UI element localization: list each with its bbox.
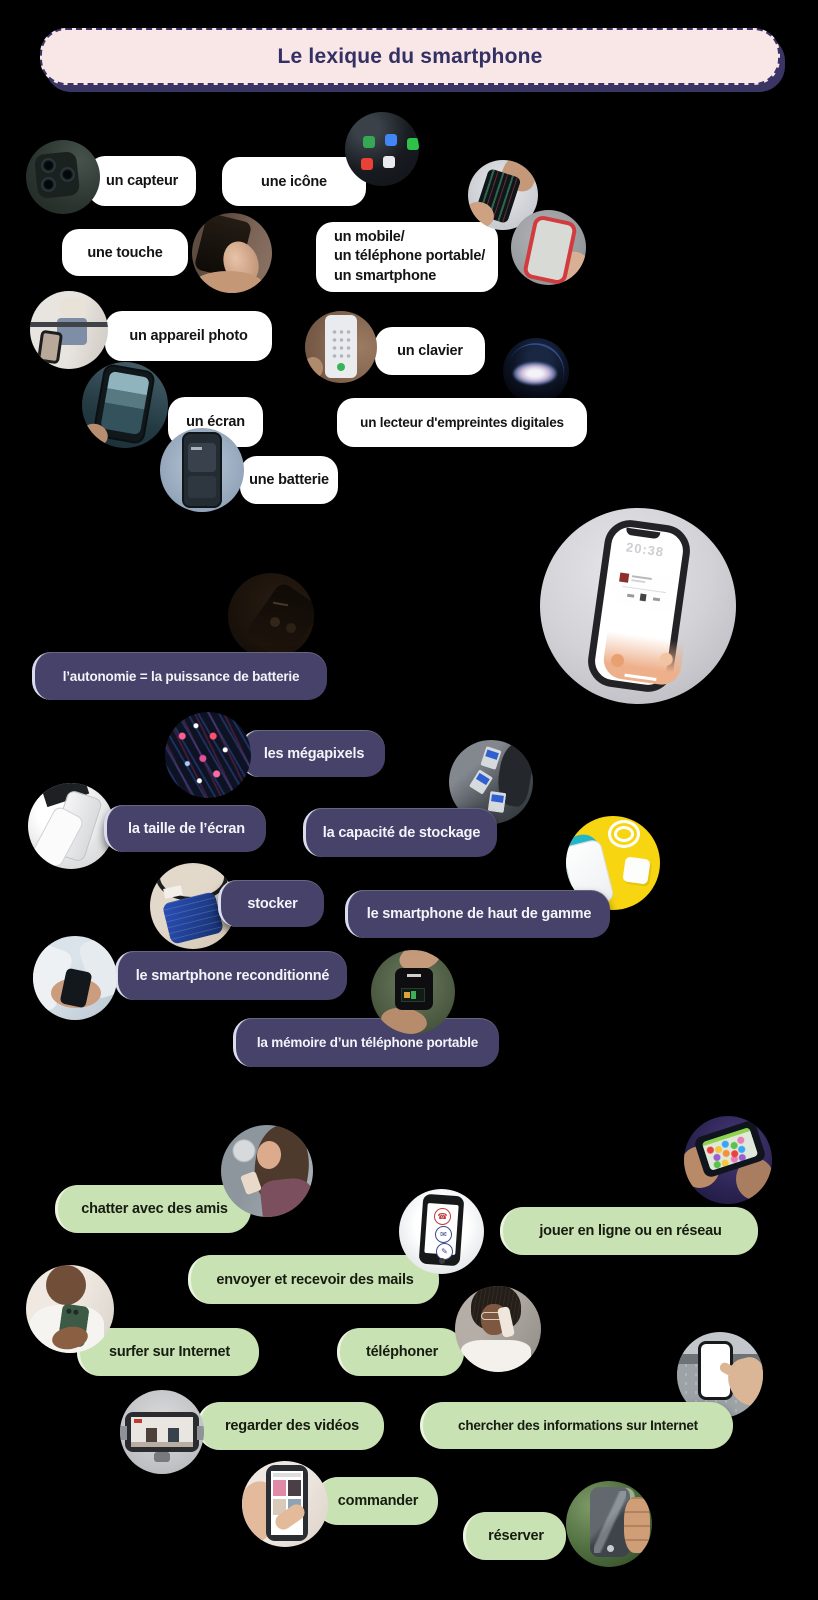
label-taille-ecran: la taille de l’écran [104, 805, 266, 852]
label-autonomie: l’autonomie = la puissance de batterie [32, 652, 327, 700]
photo-phone-battery-dark [228, 573, 314, 659]
label-lecteur-empreintes: un lecteur d'empreintes digitales [337, 398, 587, 447]
photo-surfer [26, 1265, 114, 1353]
photo-mobile-red-case [511, 210, 586, 285]
label-surfer: surfer sur Internet [77, 1328, 259, 1376]
label-un-capteur: un capteur [88, 156, 196, 206]
pen-icon: ✎ [436, 1243, 453, 1260]
page-title: Le lexique du smartphone [277, 44, 543, 68]
photo-taille-ecran [28, 783, 114, 869]
label-un-clavier: un clavier [375, 327, 485, 375]
photo-une-touche [192, 213, 272, 293]
label-une-touche: une touche [62, 229, 188, 276]
label-haut-de-gamme: le smartphone de haut de gamme [345, 890, 610, 938]
label-memoire: la mémoire d’un téléphone portable [233, 1018, 499, 1067]
label-mobile-line-2: un téléphone portable/ [334, 248, 486, 265]
label-mobile-line-3: un smartphone [334, 267, 437, 284]
label-commander: commander [315, 1477, 438, 1525]
label-appareil-photo: un appareil photo [105, 311, 272, 361]
photo-un-ecran [82, 362, 168, 448]
label-jouer: jouer en ligne ou en réseau [500, 1207, 758, 1255]
photo-une-batterie [160, 428, 244, 512]
photo-fibre-optique [165, 712, 251, 798]
photo-standing-smartphone: 20:38 [540, 508, 736, 704]
photo-commander [242, 1461, 328, 1547]
label-telephoner: téléphoner [337, 1328, 464, 1376]
photo-empreinte-digitale [503, 338, 569, 404]
label-un-mobile: un mobile/ un téléphone portable/ un sma… [316, 222, 498, 292]
label-reconditionne: le smartphone reconditionné [115, 951, 347, 1000]
label-mobile-line-1: un mobile/ [334, 229, 405, 246]
phone-icon: ☎ [434, 1208, 451, 1225]
photo-un-capteur [26, 140, 100, 214]
mail-icon: ✉ [435, 1226, 452, 1243]
label-envoyer-mails: envoyer et recevoir des mails [188, 1255, 439, 1304]
label-une-batterie: une batterie [240, 456, 338, 504]
photo-envoyer-mails: ☎ ✉ ✎ [399, 1189, 484, 1274]
title-banner: Le lexique du smartphone [40, 28, 780, 85]
photo-regarder-videos [120, 1390, 204, 1474]
label-une-icone: une icône [222, 157, 366, 206]
photo-jouer [684, 1116, 772, 1204]
label-chercher: chercher des informations sur Internet [420, 1402, 733, 1449]
photo-reconditionne [33, 936, 117, 1020]
photo-chatter [221, 1125, 313, 1217]
photo-appareil-photo [30, 291, 108, 369]
label-stocker: stocker [218, 880, 324, 927]
photo-un-clavier [305, 311, 377, 383]
label-chatter: chatter avec des amis [55, 1185, 251, 1233]
photo-reserver [566, 1481, 652, 1567]
photo-une-icone [345, 112, 419, 186]
label-megapixels: les mégapixels [240, 730, 385, 777]
photo-telephoner [455, 1286, 541, 1372]
label-capacite-stockage: la capacité de stockage [303, 808, 497, 857]
label-regarder-videos: regarder des vidéos [197, 1402, 384, 1450]
label-reserver: réserver [463, 1512, 566, 1560]
photo-memoire-module [371, 950, 455, 1034]
